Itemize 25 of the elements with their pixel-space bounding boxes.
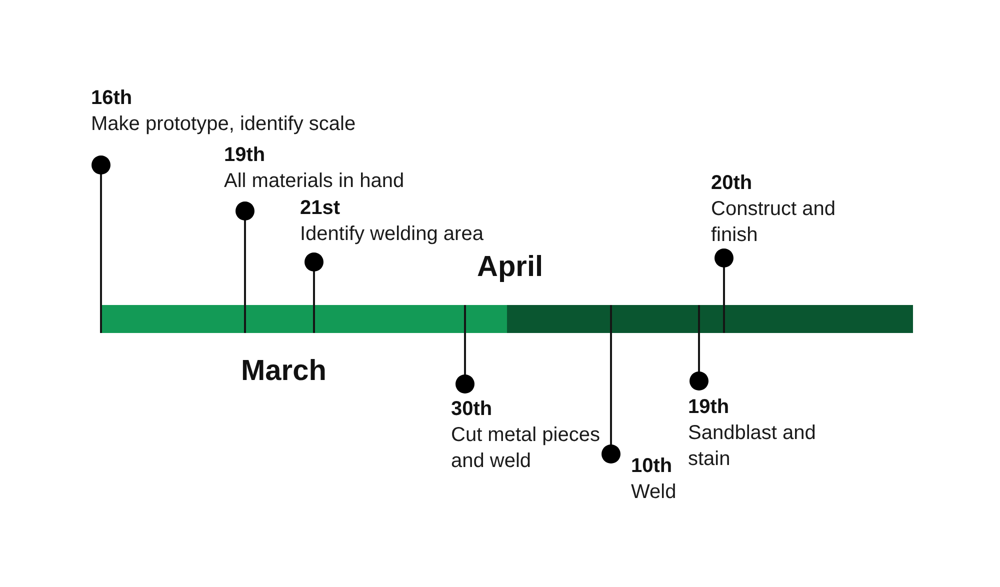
date-label: 10th [631, 454, 672, 479]
timeline-pin [690, 305, 708, 390]
timeline-pin [714, 248, 734, 333]
date-label: 19th [224, 143, 266, 168]
date-label: 21st [300, 196, 340, 221]
timeline-pin [92, 156, 110, 333]
month-label: April [477, 250, 544, 285]
event-description: Cut metal pieces and weld [451, 423, 601, 474]
timeline-bar [101, 305, 507, 333]
timeline-pin [236, 202, 254, 333]
event-description: Make prototype, identify scale [91, 112, 356, 137]
timeline-pin [602, 305, 620, 464]
date-label: 16th [91, 86, 132, 111]
event-description: Sandblast and stain [688, 421, 817, 472]
month-label: March [241, 354, 326, 389]
event-description: Weld [631, 480, 676, 505]
event-description: All materials in hand [224, 169, 404, 194]
date-label: 30th [451, 397, 492, 422]
timeline-pin [304, 252, 324, 333]
date-label: 20th [711, 171, 752, 196]
date-label: 19th [688, 395, 730, 420]
timeline-bar [507, 305, 913, 333]
timeline-pin [456, 305, 474, 394]
event-description: Construct and finish [711, 197, 837, 248]
event-description: Identify welding area [300, 222, 484, 247]
